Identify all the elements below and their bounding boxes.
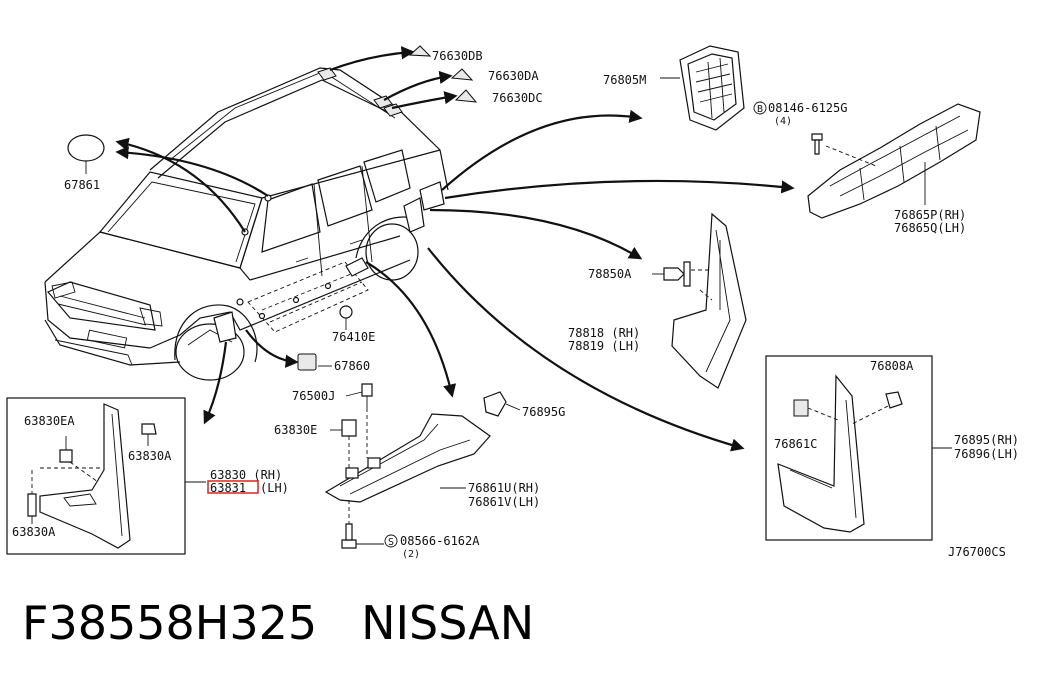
bolt-symbol-letter: B: [757, 104, 763, 115]
brand-name: NISSAN: [361, 596, 535, 650]
label-76861U: 76861U(RH): [468, 481, 540, 495]
diagram-code: J76700CS: [948, 545, 1006, 559]
screw-symbol-letter: S: [388, 537, 394, 548]
part-76895: [777, 374, 952, 533]
label-08146-qty: (4): [774, 116, 792, 127]
label-76630DB: 76630DB: [432, 49, 483, 63]
label-76500J: 76500J: [292, 389, 335, 403]
label-76808A: 76808A: [870, 359, 914, 373]
callout-labels: 76630DB 76630DA 76630DC 67861 76805M B 0…: [12, 49, 1019, 560]
label-76895: 76895(RH): [954, 433, 1019, 447]
roof-clips: [408, 45, 478, 103]
bolt-symbol: [753, 101, 767, 115]
part-76410E: [339, 305, 353, 330]
part-76861U: [324, 383, 521, 549]
label-67860: 67860: [334, 359, 370, 373]
label-76895G: 76895G: [522, 405, 565, 419]
label-76896: 76896(LH): [954, 447, 1019, 461]
label-08146: 08146-6125G: [768, 101, 847, 115]
label-76410E: 76410E: [332, 330, 375, 344]
label-78819: 78819 (LH): [568, 339, 640, 353]
label-63830A-bottom: 63830A: [12, 525, 56, 539]
label-63830: 63830 (RH): [210, 468, 282, 482]
part-76865: [807, 103, 981, 219]
label-63830A-top: 63830A: [128, 449, 172, 463]
label-63830E: 63830E: [274, 423, 317, 437]
label-76865Q: 76865Q(LH): [894, 221, 966, 235]
label-63831: 63831: [210, 481, 246, 495]
part-number: F38558H325: [22, 596, 318, 650]
footer-caption: F38558H325 NISSAN: [22, 596, 534, 650]
label-76630DC: 76630DC: [492, 91, 543, 105]
part-67860: [297, 353, 317, 371]
label-67861: 67861: [64, 178, 100, 192]
label-08566: 08566-6162A: [400, 534, 480, 548]
highlight-box: [207, 480, 259, 494]
label-76861V: 76861V(LH): [468, 495, 540, 509]
reference-arrows: [115, 46, 795, 452]
label-76865P: 76865P(RH): [894, 208, 966, 222]
label-63831-side: (LH): [260, 481, 289, 495]
label-78818: 78818 (RH): [568, 326, 640, 340]
label-08566-qty: (2): [402, 549, 420, 560]
part-76805M: [660, 45, 745, 131]
screw-symbol: [384, 534, 398, 548]
label-76805M: 76805M: [603, 73, 646, 87]
vehicle-illustration: [44, 67, 449, 381]
label-76630DA: 76630DA: [488, 69, 539, 83]
emblem-67861: [67, 134, 105, 174]
part-63830: [27, 403, 206, 549]
part-78818: [652, 212, 747, 389]
frame-front-mudflap: [6, 397, 186, 555]
label-78850A: 78850A: [588, 267, 632, 281]
label-63830EA: 63830EA: [24, 414, 75, 428]
label-76861C: 76861C: [774, 437, 817, 451]
